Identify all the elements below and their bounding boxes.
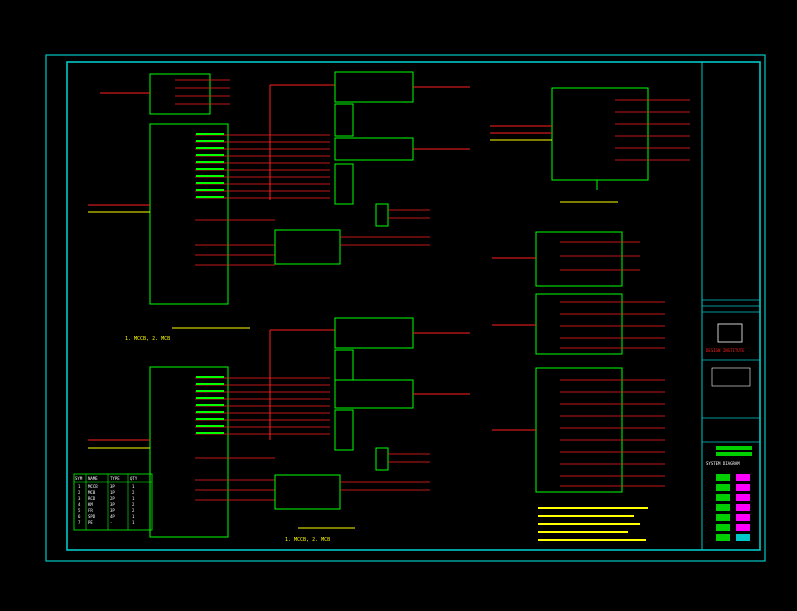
svg-text:5: 5: [78, 508, 81, 513]
upper-subpanel-4: [334, 163, 354, 205]
svg-text:2: 2: [132, 508, 135, 513]
titleblock-status-cells: [716, 474, 750, 541]
svg-text:1P: 1P: [110, 490, 115, 495]
svg-text:6: 6: [78, 514, 81, 519]
svg-text:1: 1: [132, 520, 135, 525]
company-name: DESIGN INSTITUTE: [706, 348, 745, 353]
svg-text:4P: 4P: [110, 514, 115, 519]
svg-text:3P: 3P: [110, 484, 115, 489]
lower-panel-note: 1. MCCB, 2. MCB: [285, 537, 330, 543]
svg-text:-: -: [110, 520, 112, 525]
right-lower-diagram: [492, 367, 665, 541]
svg-text:SYM: SYM: [75, 476, 83, 481]
outer-frame: [45, 54, 766, 562]
upper-incoming-outlets: [175, 79, 230, 105]
svg-text:1: 1: [132, 514, 135, 519]
drawing-title: SYSTEM DIAGRAM: [706, 461, 740, 466]
svg-text:1: 1: [132, 496, 135, 501]
lower-main-board: [149, 366, 229, 538]
upper-breaker-labels: [196, 133, 224, 198]
upper-incoming-box: [149, 73, 211, 115]
svg-text:3P: 3P: [110, 508, 115, 513]
svg-text:TYPE: TYPE: [110, 476, 120, 481]
svg-text:2: 2: [132, 502, 135, 507]
lower-breaker-labels: [196, 376, 224, 434]
svg-text:2P: 2P: [110, 496, 115, 501]
lower-control-box: [274, 474, 341, 510]
upper-panel-group: 1. MCCB, 2. MCB: [88, 71, 470, 342]
svg-text:2: 2: [78, 490, 81, 495]
upper-control-box: [274, 229, 341, 265]
svg-text:1: 1: [132, 484, 135, 489]
svg-text:RCD: RCD: [88, 496, 96, 501]
title-block: DESIGN INSTITUTE SYSTEM DIAGRAM: [701, 61, 761, 551]
company-logo: [717, 323, 743, 343]
lower-terminal-box: [375, 447, 389, 471]
lower-subpanel-4: [334, 409, 354, 451]
svg-text:4: 4: [78, 502, 81, 507]
svg-text:1: 1: [78, 484, 81, 489]
upper-subpanel-2: [334, 103, 354, 137]
upper-panel-note: 1. MCCB, 2. MCB: [125, 336, 170, 342]
upper-main-board: [149, 123, 229, 305]
svg-text:QTY: QTY: [130, 476, 138, 481]
svg-text:SPD: SPD: [88, 514, 96, 519]
right-upper-diagram: [490, 87, 690, 203]
legend-table: SYM NAME TYPE QTY 1 MCCB 3P 1 2 MCB 1P 2 3 RCD 2…: [73, 473, 153, 531]
svg-text:7: 7: [78, 520, 81, 525]
upper-terminal-box: [375, 203, 389, 227]
svg-text:3P: 3P: [110, 502, 115, 507]
svg-text:NAME: NAME: [88, 476, 98, 481]
svg-text:MCCB: MCCB: [88, 484, 98, 489]
lower-panel-group: 1. MCCB, 2. MCB SYM NAME TYPE QTY 1 MCCB 3…: [73, 317, 470, 543]
svg-text:KM: KM: [88, 502, 93, 507]
svg-text:3: 3: [78, 496, 81, 501]
svg-text:2: 2: [132, 490, 135, 495]
svg-text:PE: PE: [88, 520, 93, 525]
svg-text:MCB: MCB: [88, 490, 96, 495]
svg-text:FR: FR: [88, 508, 93, 513]
right-middle-diagram: [492, 231, 665, 355]
